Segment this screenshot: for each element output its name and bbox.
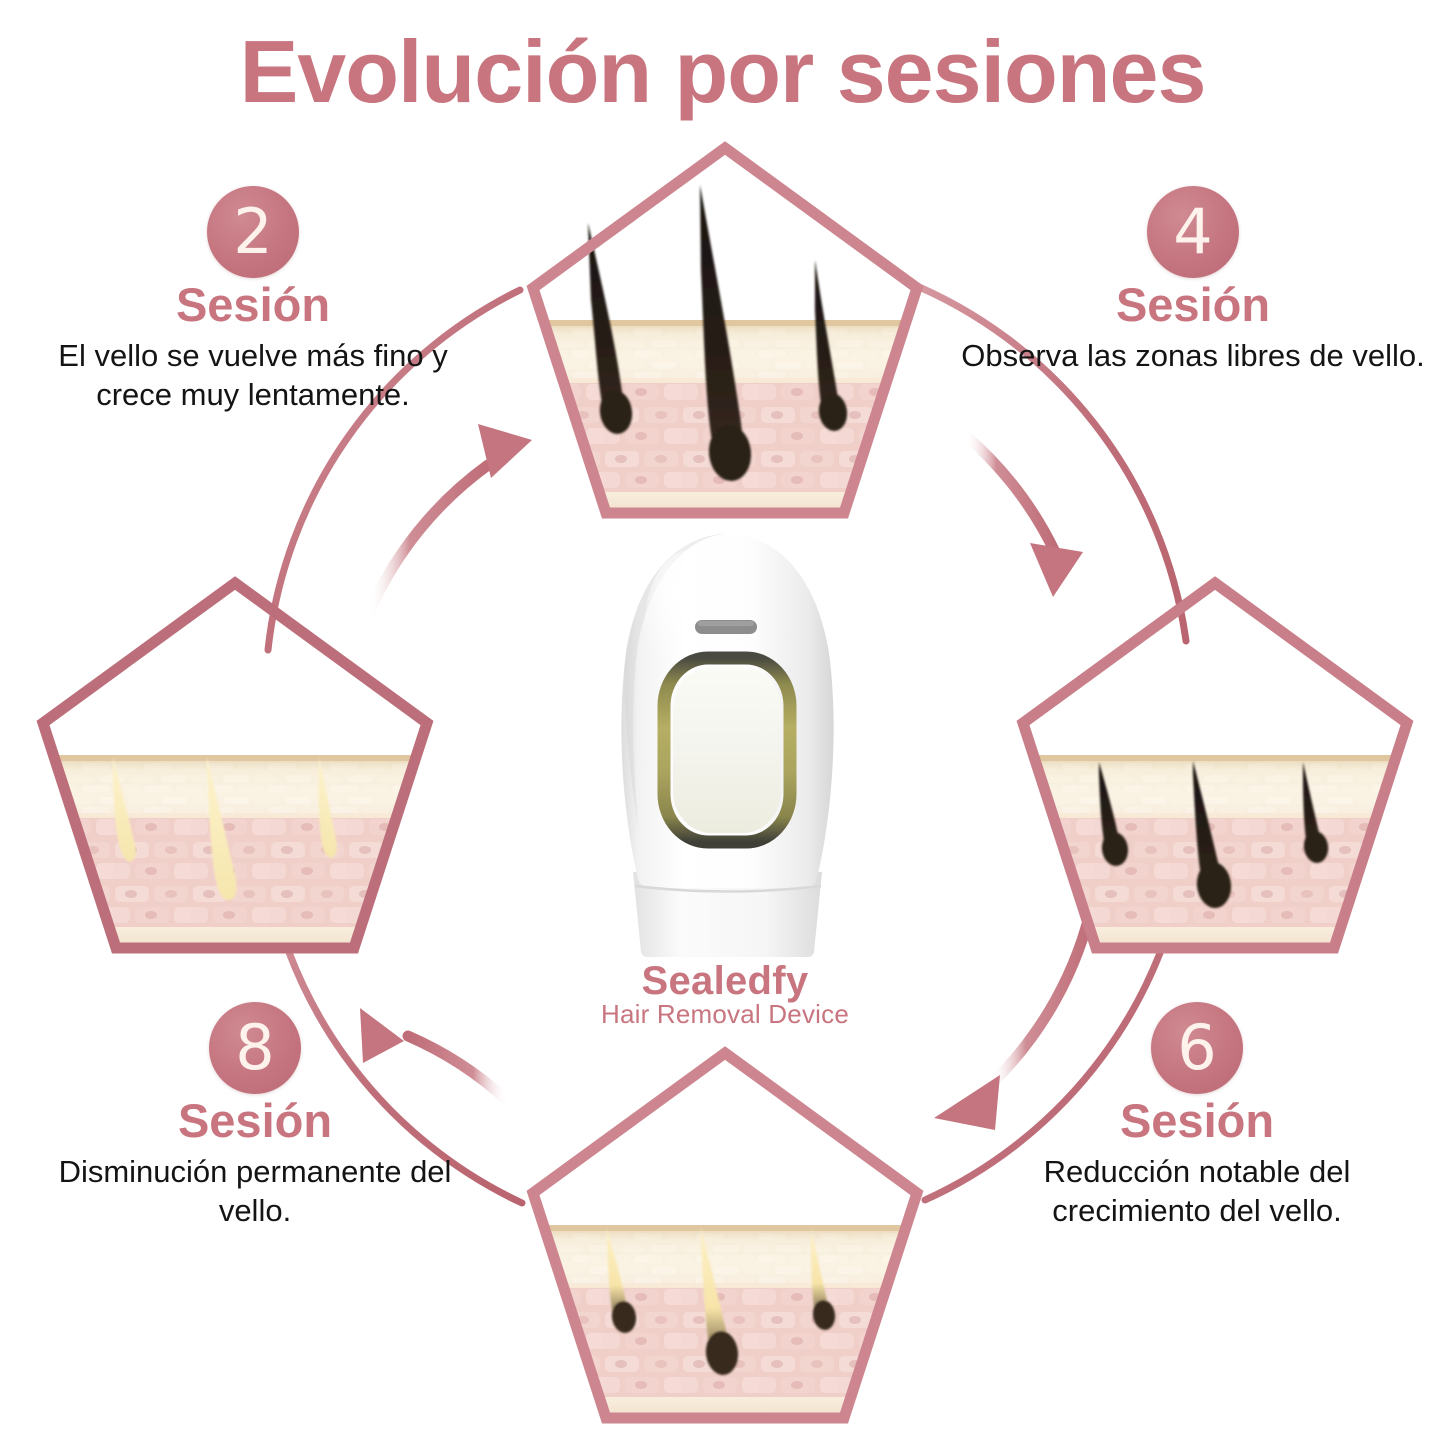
skin-pentagon-top <box>526 141 924 519</box>
device-brand: Sealedfy Hair Removal Device <box>520 960 930 1030</box>
session-label: Sesión <box>175 278 331 331</box>
flash-window-border <box>657 651 797 849</box>
page-title: Evolución por sesiones <box>239 22 1207 121</box>
session-description: Disminución permanente del vello. <box>58 1153 452 1229</box>
arrow-right-down <box>959 429 1083 597</box>
session-block-6: 6 Sesión Reducción notable del crecimien… <box>962 1002 1432 1231</box>
flash-window <box>673 667 781 833</box>
brand-name: Sealedfy <box>641 959 809 1003</box>
ipl-device-illustration <box>595 520 860 960</box>
session-number-badge: 6 <box>1151 1002 1243 1094</box>
session-block-2: 2 Sesión El vello se vuelve más fino y c… <box>18 186 488 415</box>
cycle-arrows <box>360 424 1099 1130</box>
session-block-4: 4 Sesión Observa las zonas libres de vel… <box>958 186 1428 375</box>
session-number-badge: 2 <box>207 186 299 278</box>
arrow-left-up <box>362 424 532 621</box>
session-block-8: 8 Sesión Disminución permanente del vell… <box>20 1002 490 1231</box>
skin-pentagon-right <box>1016 576 1414 954</box>
arrow-bottom-up-left <box>360 1008 514 1107</box>
skin-pentagon-bottom <box>526 1046 924 1424</box>
session-number-badge: 4 <box>1147 186 1239 278</box>
session-description: El vello se vuelve más fino y crece muy … <box>58 337 448 413</box>
session-label: Sesión <box>1115 278 1271 331</box>
session-label: Sesión <box>1119 1094 1275 1147</box>
session-description: Observa las zonas libres de vello. <box>961 337 1425 373</box>
device-svg <box>621 534 834 957</box>
brand-subtitle: Hair Removal Device <box>601 999 849 1029</box>
session-number-badge: 8 <box>209 1002 301 1094</box>
skin-pentagon-left <box>36 576 434 954</box>
session-label: Sesión <box>177 1094 333 1147</box>
device-base <box>633 872 822 957</box>
session-description: Reducción notable del crecimiento del ve… <box>1043 1153 1351 1229</box>
